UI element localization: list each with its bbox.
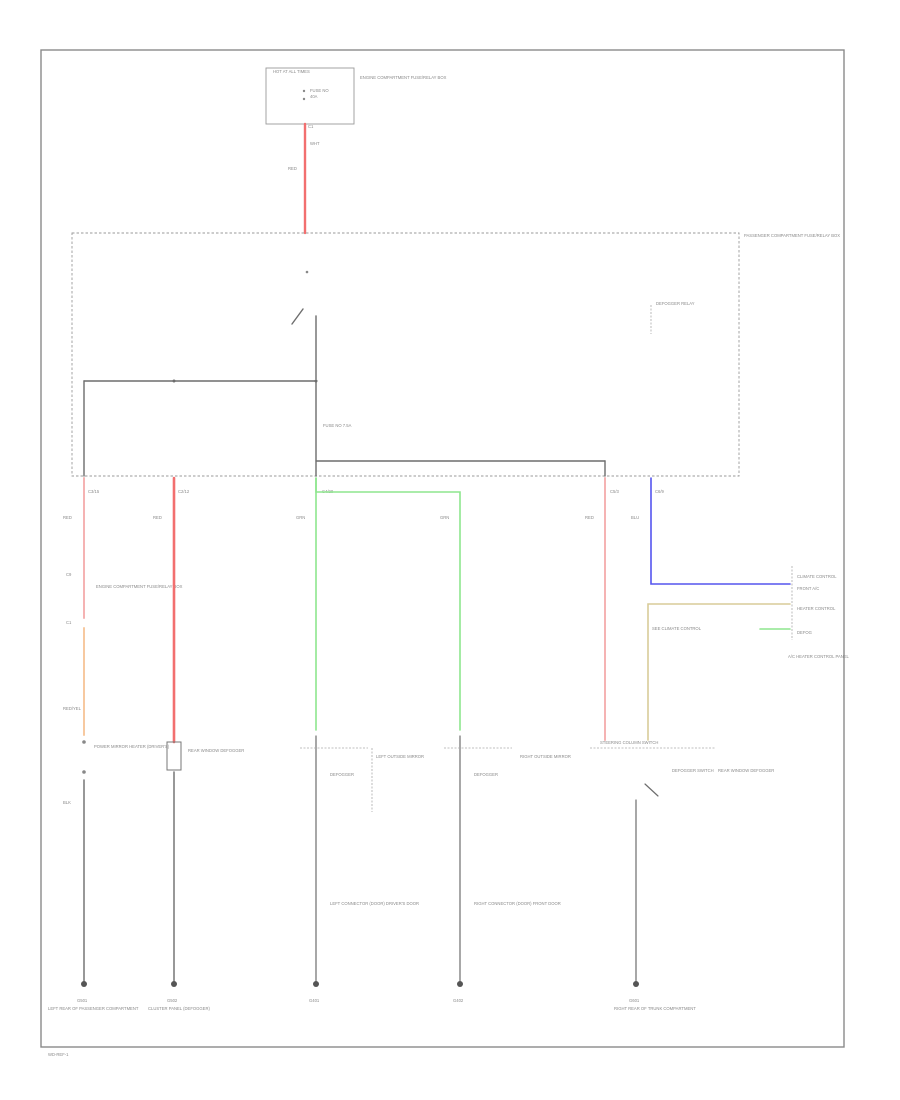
- footer: WD-REF-1: [48, 1052, 69, 1057]
- ground-a-location: LEFT REAR OF PASSENGER COMPARTMENT: [48, 1006, 139, 1011]
- fuse-terminal: [302, 97, 306, 101]
- connector-a-label: C3/15: [88, 489, 100, 494]
- passenger-box-label: PASSENGER COMPARTMENT FUSE/RELAY BOX: [744, 233, 840, 238]
- relay-contact: [291, 308, 304, 325]
- passenger-fuse-box: [71, 232, 740, 477]
- wire-c-color: GRN: [296, 515, 305, 520]
- rear-defogger-label: REAR WINDOW DEFOGGER: [188, 748, 244, 753]
- right-conn-door: RIGHT CONNECTOR (DOOR) FRONT DOOR: [474, 901, 561, 906]
- left-mirror-wire: [315, 477, 461, 731]
- wire-b-color: RED: [153, 515, 162, 520]
- ground-b-label: G502: [167, 998, 178, 1003]
- ground-d: [457, 981, 463, 987]
- climate-control-wire: [650, 477, 791, 585]
- bus-dot: [314, 379, 318, 383]
- defogger-switch-contact: [644, 783, 659, 797]
- wire-a-color: RED: [63, 515, 72, 520]
- ground-c: [313, 981, 319, 987]
- ground-e: [633, 981, 639, 987]
- sw-conn: C9: [66, 572, 72, 577]
- relay-label: DEFOGGER RELAY: [656, 301, 695, 306]
- mirror-heater-terminal: [82, 770, 86, 774]
- ground-a-label: G501: [77, 998, 88, 1003]
- ground-d-label: G402: [453, 998, 464, 1003]
- ground-e-label: G601: [629, 998, 640, 1003]
- ground-c-label: G401: [309, 998, 320, 1003]
- rear-switch-label: REAR WINDOW DEFOGGER: [718, 768, 774, 773]
- climate-3: DEFOG: [797, 630, 812, 635]
- climate-1: FRONT A/C: [797, 586, 819, 591]
- top-fuse-box-label: HOT AT ALL TIMES: [273, 69, 310, 74]
- red-top-label: RED: [288, 166, 297, 171]
- left-mirror-label: LEFT OUTSIDE MIRROR: [376, 754, 424, 759]
- mirror-heater-terminal: [82, 740, 86, 744]
- sensor-label: STEERING COLUMN SWITCH: [600, 740, 658, 745]
- fuse-label: FUSE NO 7.5A: [323, 423, 352, 428]
- defogger-small-left: DEFOGGER: [330, 772, 354, 777]
- top-connector-label: C1: [308, 124, 314, 129]
- fuse-terminal: [302, 89, 306, 93]
- sw-label-2: C1: [66, 620, 72, 625]
- defogger-small-right: DEFOGGER: [474, 772, 498, 777]
- wire-1b-label: BLK: [63, 800, 71, 805]
- bus-dot: [172, 379, 176, 383]
- ground-b: [171, 981, 177, 987]
- top-wire-color-label: WHT: [310, 141, 320, 146]
- right-mirror-label: RIGHT OUTSIDE MIRROR: [520, 754, 571, 759]
- climate-sub: SEE CLIMATE CONTROL: [652, 626, 702, 631]
- diagram-frame: [40, 49, 845, 1048]
- ground-b-location: CLUSTER PANEL (DEFOGGER): [148, 1006, 210, 1011]
- climate-box-label: A/C HEATER CONTROL PANEL: [788, 654, 850, 659]
- under-hood-fuse-label: ENGINE COMPARTMENT FUSE/RELAY BOX: [360, 75, 447, 80]
- left-conn-door: LEFT CONNECTOR (DOOR) DRIVER'S DOOR: [330, 901, 419, 906]
- climate-2: HEATER CONTROL: [797, 606, 836, 611]
- ground-e-location: RIGHT REAR OF TRUNK COMPARTMENT: [614, 1006, 696, 1011]
- wire-e-color: RED: [585, 515, 594, 520]
- relay-top-terminal: [305, 270, 309, 274]
- connector-e-label: C6/9: [655, 489, 665, 494]
- wire-a-sub: RED/YEL: [63, 706, 82, 711]
- sw-label-1: ENGINE COMPARTMENT FUSE/RELAY BOX: [96, 584, 183, 589]
- fuse-no-label: FUSE NO: [310, 88, 329, 93]
- climate-tan-wire: [647, 603, 791, 741]
- under-hood-fuse-box: [265, 67, 355, 125]
- rear-defogger-element: [166, 741, 182, 771]
- fuse-amps-label: 40A: [310, 94, 318, 99]
- wire-f-color: BLU: [631, 515, 639, 520]
- ground-a: [81, 981, 87, 987]
- wire-d-color: GRN: [440, 515, 449, 520]
- mirror-heater-label: POWER MIRROR HEATER (DRIVER'S): [94, 744, 170, 749]
- connector-d-label: C5/3: [610, 489, 620, 494]
- connector-b-label: C2/12: [178, 489, 190, 494]
- climate-head: CLIMATE CONTROL: [797, 574, 837, 579]
- defogger-switch-label: DEFOGGER SWITCH: [672, 768, 714, 773]
